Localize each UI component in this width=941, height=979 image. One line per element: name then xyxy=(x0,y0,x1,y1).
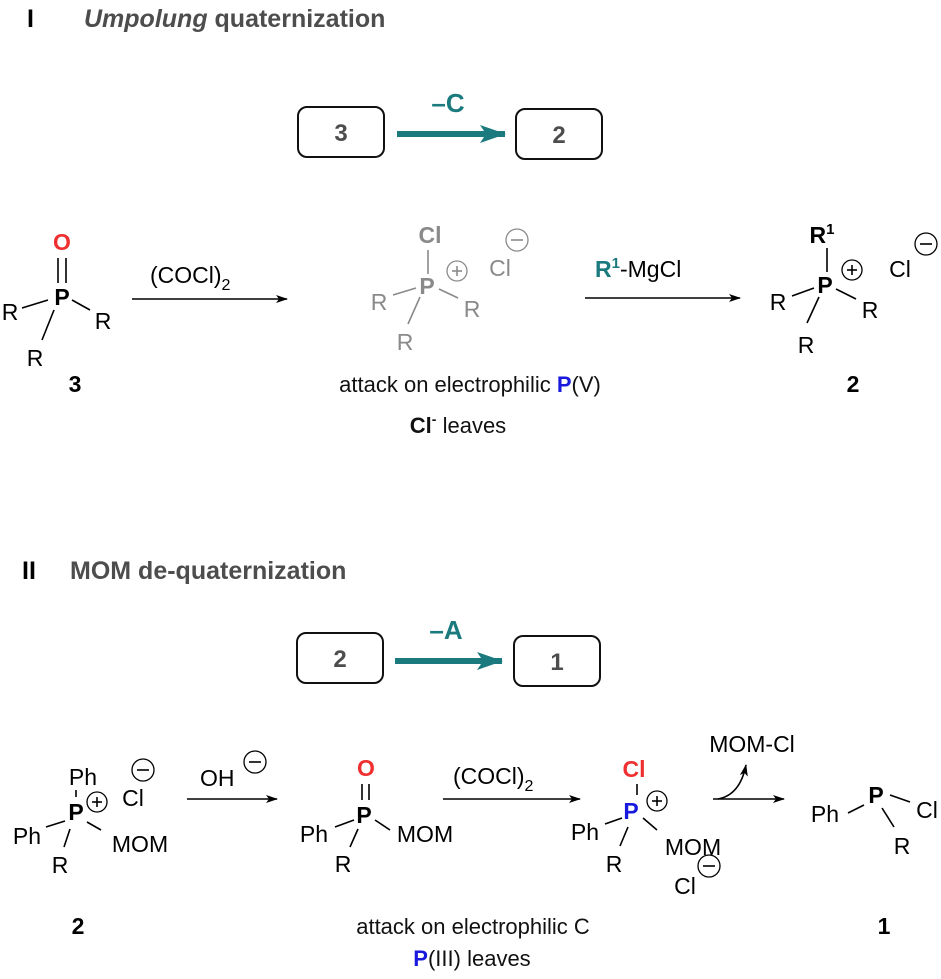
summary-flow: 3 –C 2 xyxy=(297,88,603,160)
oxygen-atom: O xyxy=(357,755,375,781)
chloride-counterion: Cl xyxy=(489,255,511,281)
substituent-r: R xyxy=(2,299,19,325)
curved-byproduct-arrow xyxy=(717,764,748,800)
summary-to-label: 2 xyxy=(552,122,565,149)
mechanism-caption-line1: attack on electrophilic P(V) xyxy=(339,372,601,397)
chloride-counterion: Cl xyxy=(889,256,911,282)
reagent-label: OH xyxy=(200,765,235,791)
compound-label: 2 xyxy=(72,913,85,939)
reagent-label: (COCl)2 xyxy=(150,262,231,294)
summary-from-label: 2 xyxy=(333,646,346,673)
summary-to-label: 1 xyxy=(550,649,563,676)
substituent-r: R xyxy=(27,345,44,371)
section-title: Umpolung quaternization xyxy=(84,5,385,33)
title-italic: Umpolung xyxy=(84,5,208,33)
summary-box-from xyxy=(296,632,384,684)
byproduct-label: MOM-Cl xyxy=(709,731,795,757)
chloride-counterion: Cl xyxy=(674,873,696,899)
phosphorus-atom: P xyxy=(868,782,883,808)
minus-charge-icon xyxy=(131,758,155,782)
substituent-r: R xyxy=(798,332,815,358)
chlorine-atom: Cl xyxy=(916,797,938,823)
reaction-arrow-1: (COCl)2 xyxy=(132,262,288,303)
phosphorus-atom: P xyxy=(356,802,371,828)
phosphorus-atom: P xyxy=(54,284,69,310)
minus-charge-icon xyxy=(505,228,529,252)
substituent-r: R xyxy=(464,296,481,322)
chloride-counterion: Cl xyxy=(122,785,144,811)
plus-charge-icon xyxy=(446,260,468,282)
phenyl-group: Ph xyxy=(69,764,97,790)
summary-box-from xyxy=(297,106,385,158)
substituent-r: R xyxy=(397,329,414,355)
phosphorus-atom: P xyxy=(623,798,638,824)
phenyl-group: Ph xyxy=(571,819,599,845)
phenyl-group: Ph xyxy=(300,821,328,847)
mechanism-caption-line2: Cl- leaves xyxy=(410,411,506,438)
section-I: I Umpolung quaternization 3 –C 2 O P R R… xyxy=(2,5,938,438)
reaction-arrow-mom-loss: MOM-Cl xyxy=(709,731,795,803)
summary-box-to xyxy=(515,108,603,160)
phenyl-group: Ph xyxy=(13,823,41,849)
chlorine-atom: Cl xyxy=(419,222,442,248)
phosphorus-atom: P xyxy=(419,273,434,299)
phosphorus-atom: P xyxy=(68,799,83,825)
reagent-label: R1-MgCl xyxy=(595,255,681,282)
reagent-label: (COCl)2 xyxy=(453,763,534,795)
minus-charge-icon xyxy=(243,750,267,774)
section-numeral: II xyxy=(22,557,36,585)
chlorine-atom: Cl xyxy=(623,756,646,782)
section-II: II MOM de-quaternization 2 –A 1 Ph P Cl … xyxy=(13,557,938,971)
plus-charge-icon xyxy=(86,791,108,813)
r1-group: R1 xyxy=(810,221,835,248)
substituent-r: R xyxy=(335,851,352,877)
summary-flow: 2 –A 1 xyxy=(296,615,601,687)
substituent-r: R xyxy=(95,308,112,334)
summary-arrow-label: –C xyxy=(431,88,464,118)
substituent-r: R xyxy=(894,833,911,859)
phosphine-oxide-intermediate: O P Ph MOM R xyxy=(300,755,453,877)
mechanism-caption-line1: attack on electrophilic C xyxy=(356,914,590,939)
summary-box-to xyxy=(513,635,601,687)
reaction-arrow-oxalyl-chloride: (COCl)2 xyxy=(443,763,581,803)
minus-charge-icon xyxy=(914,232,938,256)
substituent-r: R xyxy=(52,852,69,878)
minus-charge-icon xyxy=(697,854,721,878)
compound-2-mom-phosphonium: Ph P Cl Ph MOM R 2 xyxy=(13,758,168,939)
section-title: MOM de-quaternization xyxy=(70,557,346,585)
substituent-r: R xyxy=(862,297,879,323)
reaction-arrow-2: R1-MgCl xyxy=(585,255,741,302)
substituent-r: R xyxy=(606,851,623,877)
section-numeral: I xyxy=(27,5,34,33)
chlorophosphonium-intermediate: Cl P R R R Cl xyxy=(371,222,529,355)
substituent-r: R xyxy=(371,289,388,315)
compound-3: O P R R R 3 xyxy=(2,229,112,397)
mom-group: MOM xyxy=(397,821,453,847)
phenyl-group: Ph xyxy=(811,801,839,827)
reaction-arrow-hydroxide: OH xyxy=(187,750,278,803)
summary-arrow-label: –A xyxy=(429,615,462,645)
compound-1-product: P Ph Cl R 1 xyxy=(811,782,938,939)
phosphorus-atom: P xyxy=(817,272,832,298)
summary-from-label: 3 xyxy=(334,120,347,147)
plus-charge-icon xyxy=(841,259,863,281)
chlorophosphonium-mom-intermediate: Cl P Ph MOM R Cl xyxy=(571,756,721,899)
substituent-r: R xyxy=(770,289,787,315)
compound-2-product: R1 P R R R Cl 2 xyxy=(770,221,938,397)
compound-label: 1 xyxy=(878,913,891,939)
compound-label: 3 xyxy=(69,371,82,397)
plus-charge-icon xyxy=(646,790,668,812)
compound-label: 2 xyxy=(847,371,860,397)
mechanism-caption-line2: P(III) leaves xyxy=(413,946,530,971)
mom-group: MOM xyxy=(112,831,168,857)
oxygen-atom: O xyxy=(53,229,71,255)
title-rest: quaternization xyxy=(208,5,386,33)
